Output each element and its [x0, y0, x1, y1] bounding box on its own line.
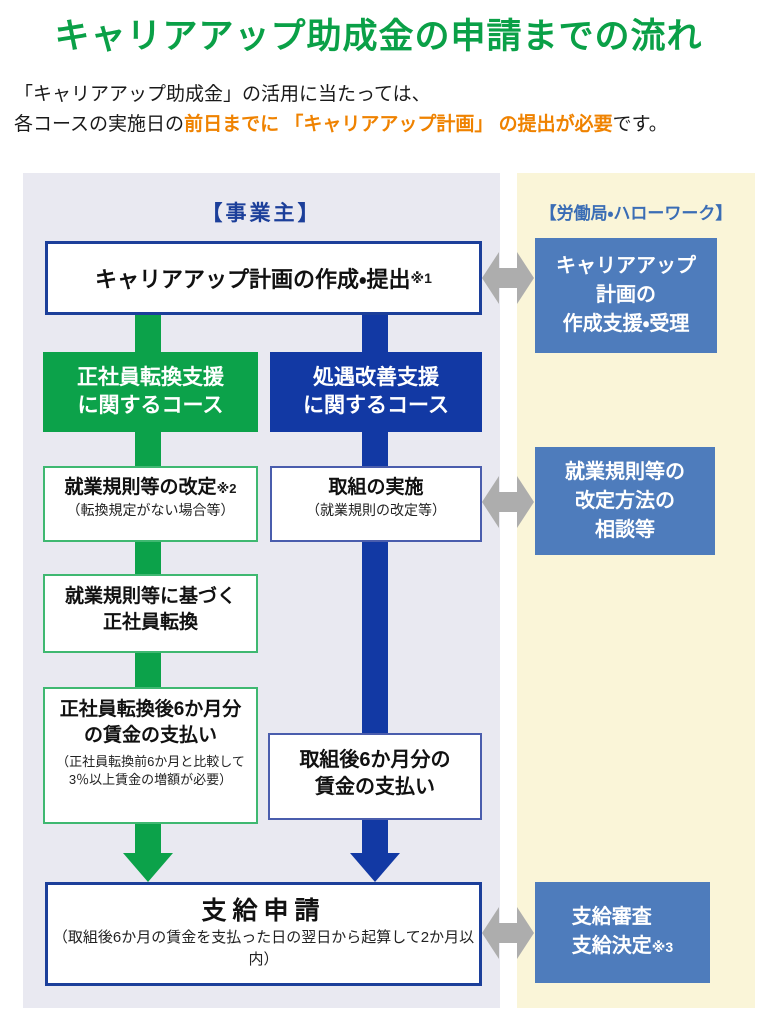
plan-creation-submission-box: キャリアアップ計画の作成・提出※1: [45, 241, 482, 315]
green-flow-connector: [135, 431, 161, 467]
arrow-left-head: [482, 476, 499, 528]
green-flow-connector: [135, 541, 161, 575]
double-arrow-icon: [482, 476, 534, 528]
plan-box-label: キャリアアップ計画の作成・提出: [95, 267, 411, 292]
arrow-right-head: [517, 476, 534, 528]
intro-line-1: 「キャリアアップ助成金」の活用に当たっては、: [14, 84, 431, 105]
six-month-wage-payment-box: 正社員転換後6か月分 の賃金の支払い （正社員転換前6か月と比較して 3％以上賃…: [43, 687, 258, 824]
post-implementation-wage-box: 取組後6か月分の 賃金の支払い: [268, 733, 482, 820]
intro-line-2: 各コースの実施日の前日までに 「キャリアアップ計画」 の提出が必要です。: [14, 114, 668, 135]
green-flow-connector: [135, 314, 161, 353]
intro-highlight: 前日までに 「キャリアアップ計画」 の提出が必要: [184, 114, 613, 135]
agency-review-decision-box: 支給審査 支給決定※3: [535, 882, 710, 983]
agency-panel-header: 【労働局・ハローワーク】: [539, 204, 733, 223]
green-flow-connector: [135, 822, 161, 854]
footnote-ref-2: ※2: [216, 481, 237, 496]
subsidy-application-box: 支給申請 （取組後6か月の賃金を支払った日の翌日から起算して2か月以内）: [45, 882, 482, 986]
arrow-right-head: [517, 252, 534, 304]
regular-conversion-course-header: 正社員転換支援 に関するコース: [43, 352, 258, 432]
agency-plan-support-box: キャリアアップ 計画の 作成支援・受理: [535, 238, 717, 353]
treatment-improvement-course-header: 処遇改善支援 に関するコース: [270, 352, 482, 432]
arrow-bar: [499, 268, 517, 288]
work-rules-revision-box: 就業規則等の改定※2 （転換規定がない場合等）: [43, 466, 258, 542]
implementation-box: 取組の実施 （就業規則の改定等）: [270, 466, 482, 542]
employer-panel-header: 【事業主】: [201, 202, 322, 225]
agency-consultation-box: 就業規則等の 改定方法の 相談等: [535, 447, 715, 555]
intro-text: 「キャリアアップ助成金」の活用に当たっては、 各コースの実施日の前日までに 「キ…: [14, 80, 754, 140]
arrow-right-head: [517, 907, 534, 959]
double-arrow-icon: [482, 907, 534, 959]
blue-flow-connector: [362, 819, 388, 854]
double-arrow-icon: [482, 252, 534, 304]
footnote-ref-1: ※1: [410, 269, 432, 286]
conversion-per-work-rules-box: 就業規則等に基づく 正社員転換: [43, 574, 258, 653]
blue-flow-connector: [362, 431, 388, 467]
arrow-bar: [499, 492, 517, 512]
arrow-left-head: [482, 252, 499, 304]
blue-down-arrow-icon: [350, 853, 400, 882]
blue-flow-connector: [362, 314, 388, 353]
green-flow-connector: [135, 652, 161, 688]
page-title: キャリアアップ助成金の申請までの流れ: [54, 17, 703, 56]
arrow-left-head: [482, 907, 499, 959]
footnote-ref-3: ※3: [651, 939, 674, 955]
blue-flow-connector: [362, 541, 388, 734]
green-down-arrow-icon: [123, 853, 173, 882]
arrow-bar: [499, 923, 517, 943]
